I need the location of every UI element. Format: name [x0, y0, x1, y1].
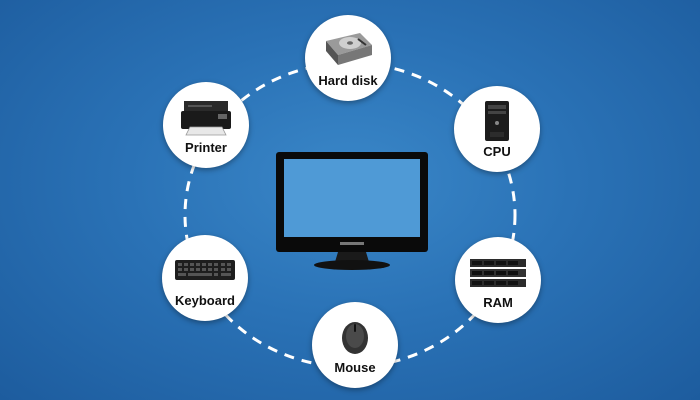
- mouse-icon: [324, 316, 386, 358]
- keyboard-node[interactable]: Keyboard: [162, 235, 248, 321]
- mouse-label: Mouse: [334, 359, 376, 375]
- hard-disk-node[interactable]: Hard disk: [305, 15, 391, 101]
- cpu-label: CPU: [483, 143, 511, 159]
- hard-disk-label: Hard disk: [318, 72, 378, 88]
- mouse-node[interactable]: Mouse: [312, 302, 398, 388]
- printer-label: Printer: [185, 139, 227, 155]
- ram-module-icon: [467, 251, 529, 293]
- keyboard-label: Keyboard: [175, 292, 235, 308]
- printer-icon: [175, 96, 237, 138]
- monitor-icon: [276, 152, 428, 270]
- ram-node[interactable]: RAM: [455, 237, 541, 323]
- keyboard-icon: [174, 249, 236, 291]
- hard-disk-icon: [317, 29, 379, 71]
- cpu-tower-icon: [466, 100, 528, 142]
- printer-node[interactable]: Printer: [163, 82, 249, 168]
- cpu-node[interactable]: CPU: [454, 86, 540, 172]
- ram-label: RAM: [483, 294, 513, 310]
